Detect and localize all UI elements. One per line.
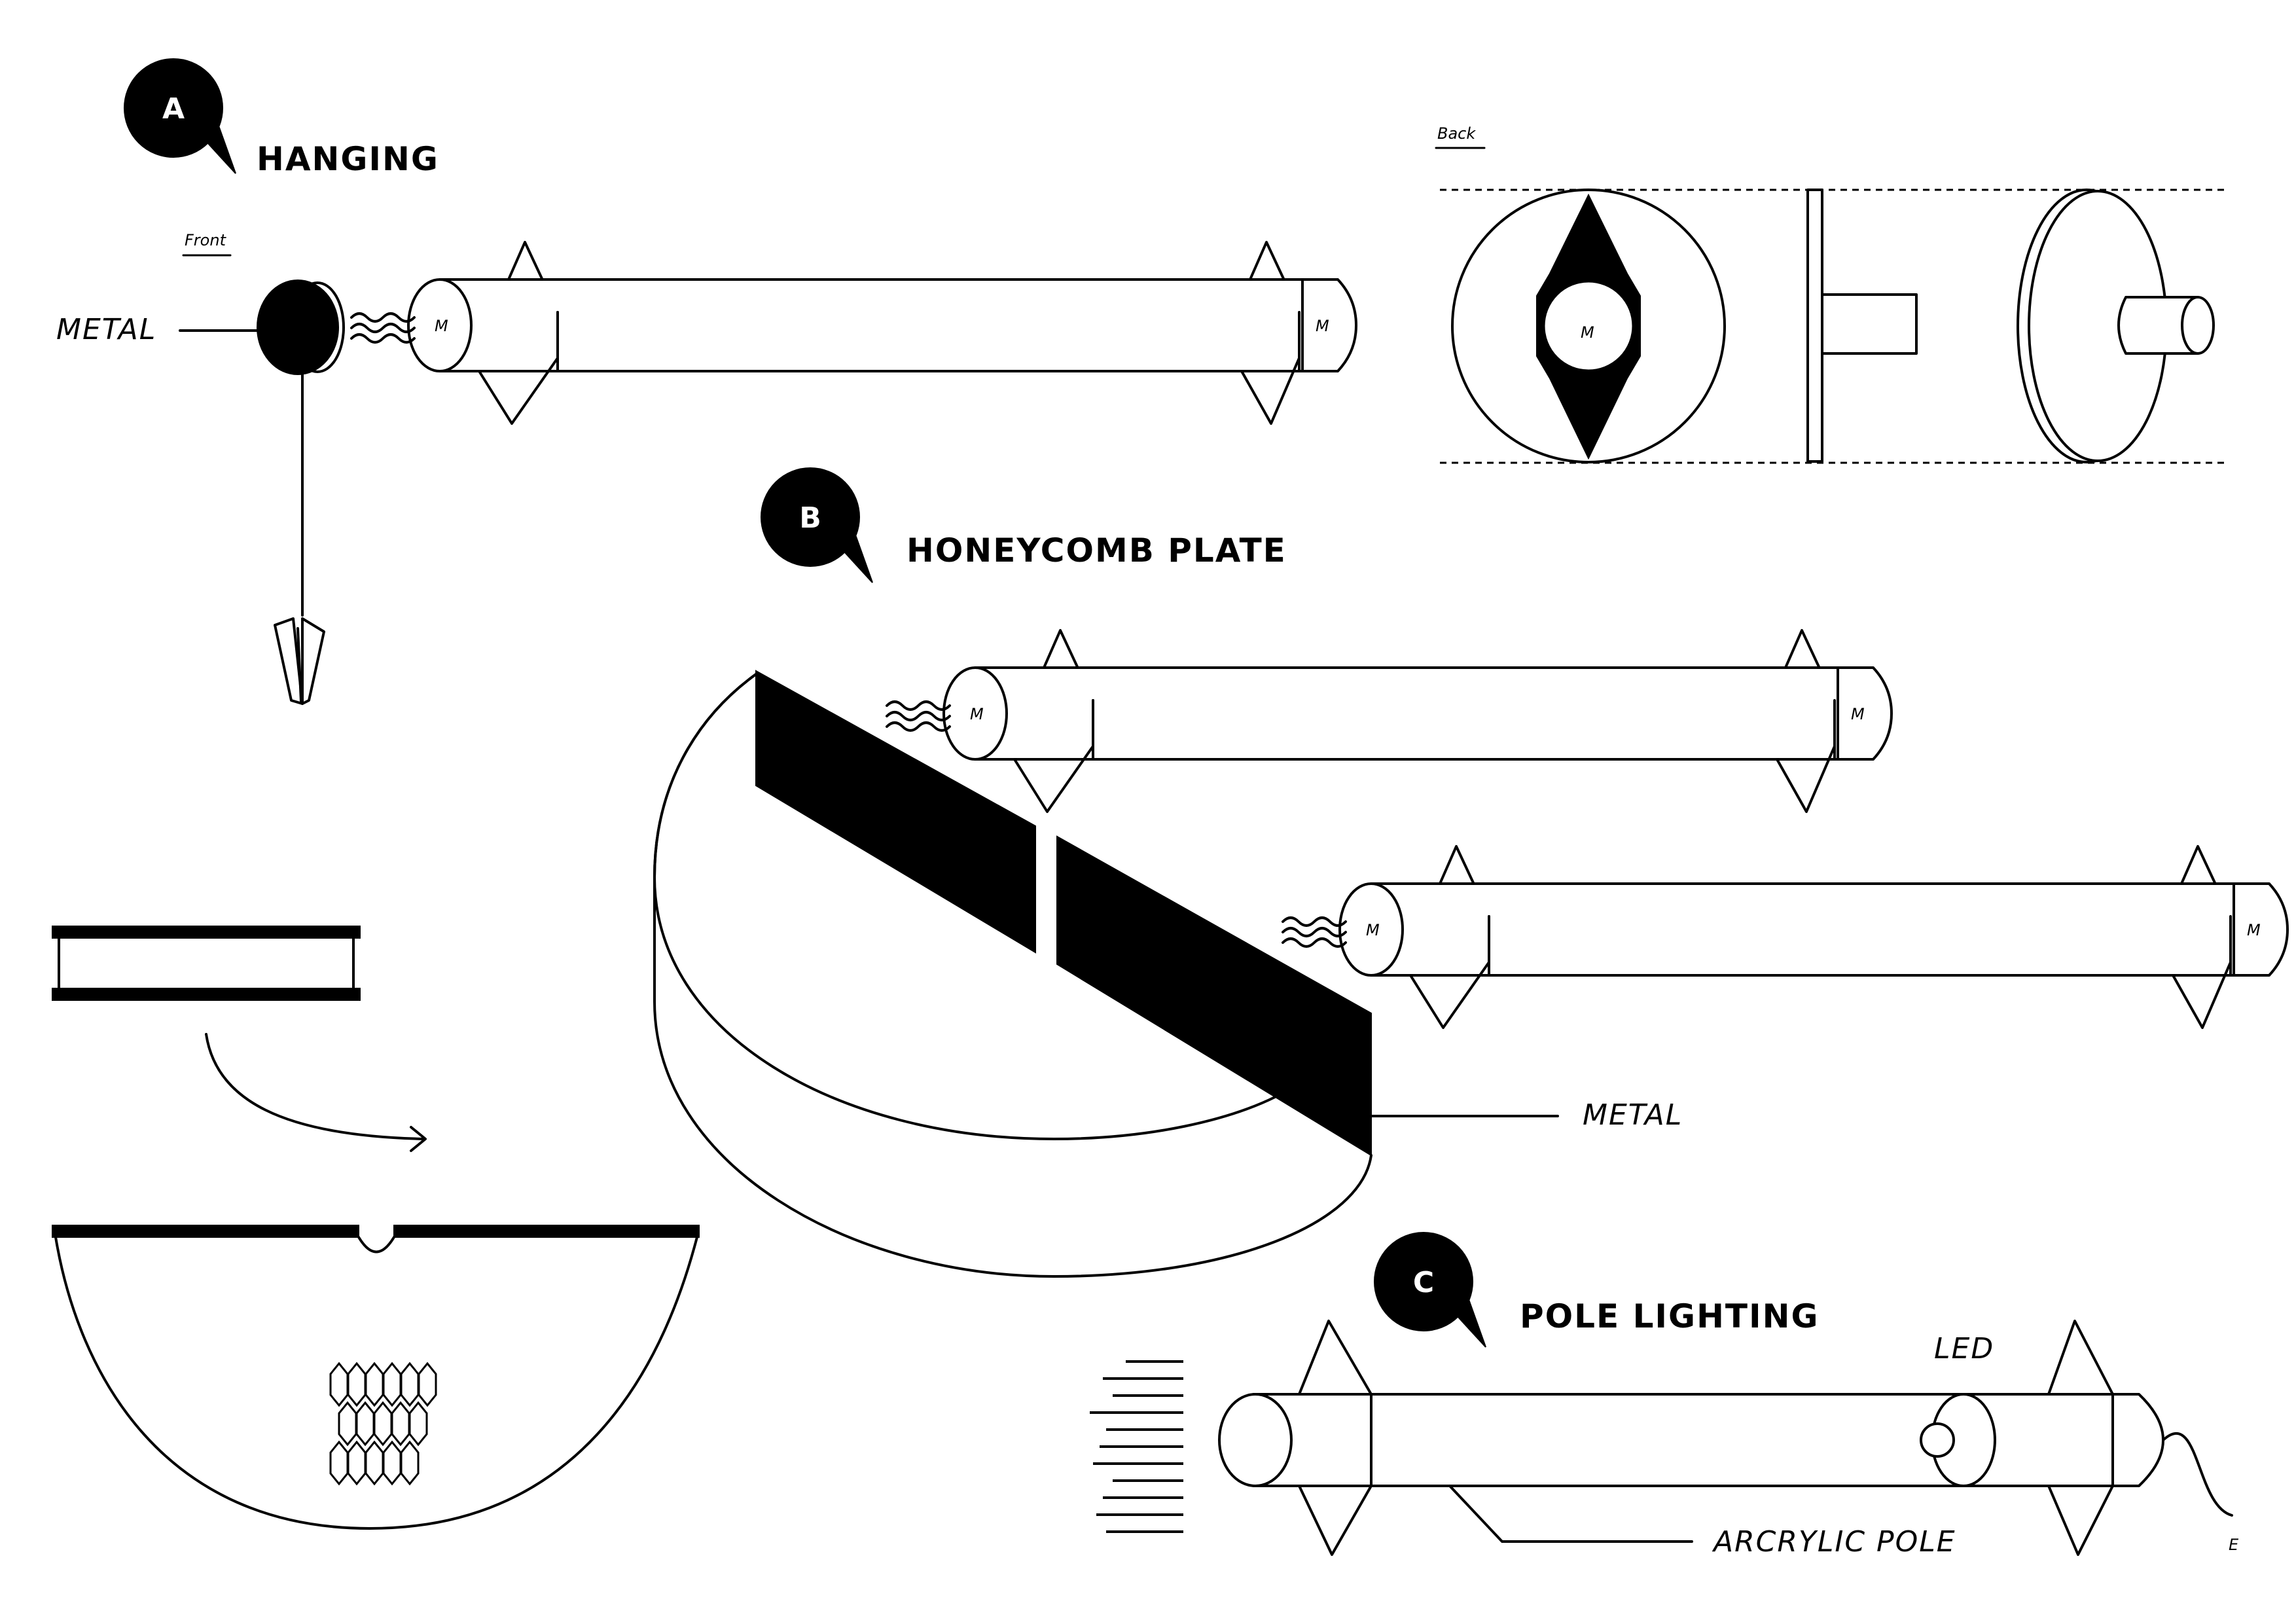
magnet-mark: M — [970, 705, 984, 723]
light-rays — [1090, 1360, 1183, 1533]
hex-cell — [408, 1401, 428, 1447]
badge-c-letter: C — [1413, 1266, 1434, 1299]
clip-icon — [274, 617, 325, 705]
hex-cell — [329, 1440, 349, 1486]
metal-label-b: METAL — [1583, 1098, 1683, 1132]
hex-cell — [418, 1362, 437, 1407]
hex-cell — [373, 1401, 393, 1447]
acrylic-pole — [1218, 1320, 2233, 1556]
magnet-mark: M — [1851, 705, 1865, 723]
section-a: A HANGING Front METAL M M Back — [56, 58, 2229, 705]
magnet-mark: M — [1316, 317, 1329, 335]
section-c: C POLE LIGHTING LED ARCRYLIC POLE E — [1090, 1232, 2239, 1559]
badge-a-letter: A — [162, 92, 185, 126]
hex-cell — [400, 1440, 420, 1486]
front-disc — [257, 280, 345, 617]
badge-a: A — [124, 58, 236, 174]
metal-label-a: METAL — [56, 313, 156, 346]
hex-cell — [355, 1401, 375, 1447]
plate-detail — [52, 926, 361, 1001]
led-label: LED — [1934, 1332, 1994, 1365]
honeycomb-body — [653, 670, 1372, 1278]
front-label: Front — [185, 231, 227, 249]
back-plate-front: M — [1451, 189, 1726, 463]
hex-cell — [329, 1362, 349, 1407]
section-a-title: HANGING — [257, 140, 439, 178]
hex-cell — [347, 1440, 367, 1486]
hex-cell — [338, 1401, 357, 1447]
section-b-title: HONEYCOMB PLATE — [906, 532, 1287, 569]
section-c-title: POLE LIGHTING — [1520, 1297, 1820, 1335]
section-b: B HONEYCOMB PLATE M M M M METAL — [653, 467, 2289, 1278]
magnet-mark: M — [1581, 323, 1594, 342]
hex-cell — [382, 1362, 402, 1407]
hex-cell — [400, 1362, 420, 1407]
magnet-mark: M — [435, 317, 448, 335]
magnet-mark: M — [2247, 921, 2261, 939]
back-plate-side — [1806, 189, 1918, 463]
pole-label: ARCRYLIC POLE — [1712, 1525, 1956, 1559]
badge-b: B — [761, 467, 873, 583]
hex-cell — [365, 1362, 384, 1407]
plate-tube-2: M M — [1282, 845, 2289, 1029]
badge-b-letter: B — [799, 501, 821, 535]
honeycomb-pattern — [329, 1362, 437, 1486]
badge-c: C — [1374, 1232, 1486, 1348]
hex-cell — [365, 1440, 384, 1486]
e-label: E — [2229, 1536, 2239, 1554]
hex-cell — [391, 1401, 410, 1447]
plate-tube-1: M M — [886, 629, 1893, 813]
hex-cell — [382, 1440, 402, 1486]
back-label: Back — [1437, 124, 1476, 143]
back-plate-angle — [2017, 189, 2215, 463]
magnet-mark: M — [1366, 921, 1380, 939]
hex-cell — [347, 1362, 367, 1407]
hanging-tube: M M — [350, 241, 1357, 425]
bowl-detail — [52, 1225, 700, 1530]
curved-arrow-icon — [205, 1033, 427, 1152]
